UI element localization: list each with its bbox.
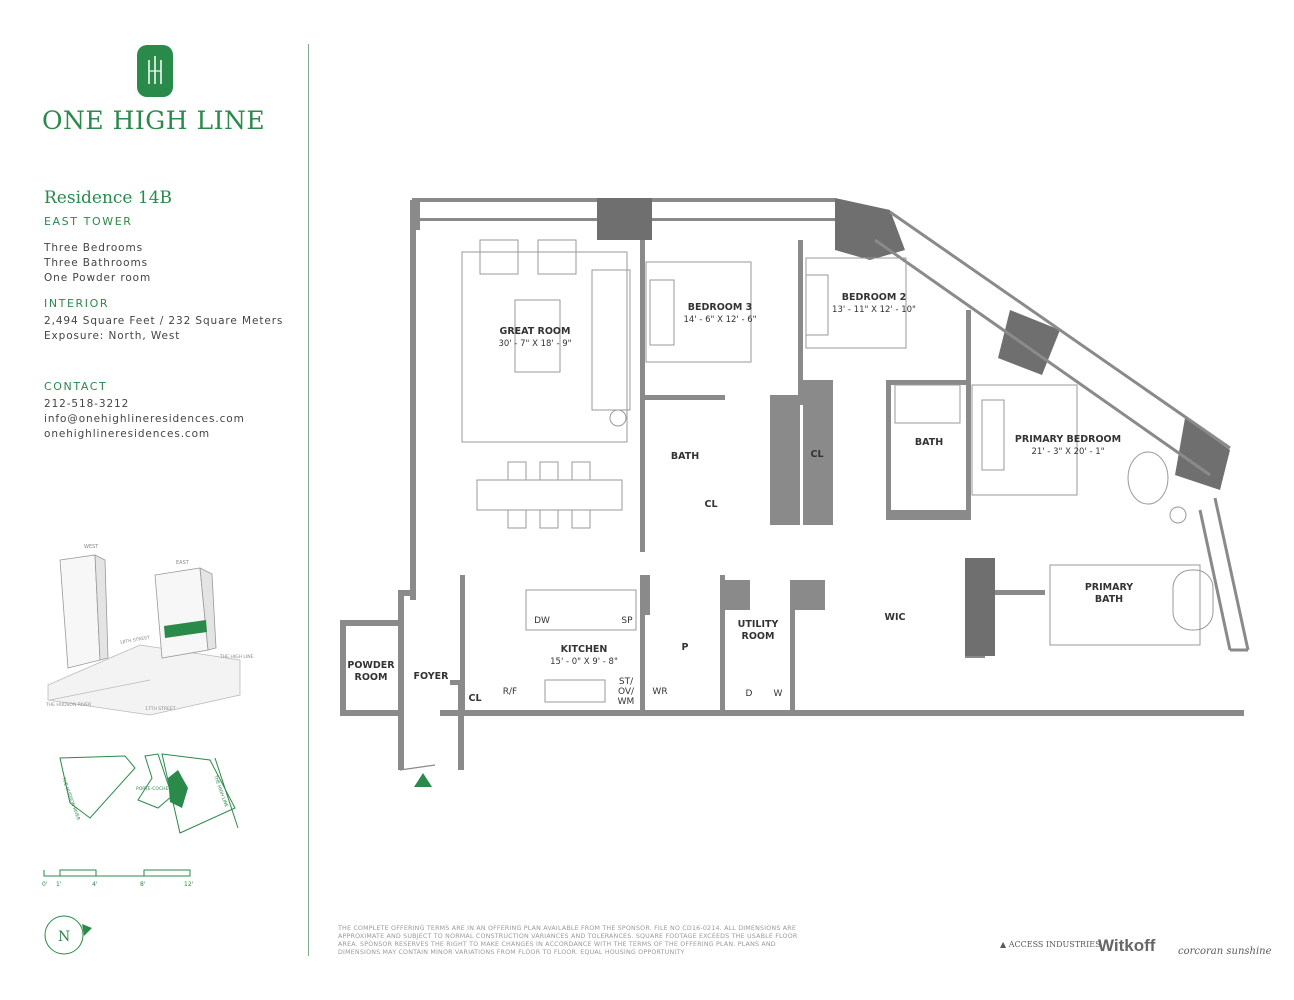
contact-info: 212-518-3212 info@onehighlineresidences.… (44, 397, 245, 442)
scale-bar: 0' 1' 4' 8' 12' (42, 869, 194, 888)
interior-info: 2,494 Square Feet / 232 Square Meters Ex… (44, 314, 283, 344)
closet2-label: CL (810, 449, 824, 460)
feature-bathrooms: Three Bathrooms (44, 257, 148, 269)
feature-powder: One Powder room (44, 272, 152, 284)
features-list: Three Bedrooms Three Bathrooms One Powde… (44, 241, 151, 286)
closet3-label: CL (468, 693, 482, 704)
exposure-text: Exposure: North, West (44, 330, 181, 342)
dryer-label: D (745, 689, 753, 699)
north-label: N (58, 929, 70, 945)
closet1-label: CL (704, 499, 718, 510)
residence-title: Residence 14B (44, 188, 173, 208)
scale-label-1: 1' (56, 881, 62, 888)
legal-disclaimer: THE COMPLETE OFFERING TERMS ARE IN AN OF… (338, 925, 798, 956)
bedroom2-label: BEDROOM 2 13' - 11" X 12' - 10" (832, 292, 916, 315)
key-street1-label: 18TH STREET (119, 635, 150, 646)
great-room-label: GREAT ROOM 30' - 7" X 18' - 9" (498, 326, 572, 349)
site-map: THE HUDSON RIVER PORTE-COCHERE THE HIGH … (59, 753, 239, 834)
dishwasher-label: DW (534, 616, 550, 626)
key-west-label: WEST (84, 544, 99, 550)
floor-plan-drawing (340, 198, 1250, 771)
one-high-line-logo-icon (137, 45, 173, 97)
wic-label: WIC (884, 612, 906, 623)
area-text: 2,494 Square Feet / 232 Square Meters (44, 315, 284, 327)
refrigerator-label: R/F (502, 687, 518, 697)
stove-oven-label: ST/ OV/ WM (617, 677, 635, 707)
site-river-label: THE HUDSON RIVER (60, 776, 81, 822)
interior-heading: INTERIOR (44, 297, 110, 310)
powder-room-label: POWDER ROOM (347, 660, 395, 683)
building-key-map: WEST EAST 18TH STREET 17TH STREET THE HI… (45, 544, 254, 716)
floor-plan: GREAT ROOM 30' - 7" X 18' - 9" BEDROOM 3… (330, 180, 1260, 790)
site-porte-label: PORTE-COCHERE (136, 786, 174, 792)
tower-label: EAST TOWER (44, 215, 133, 228)
bedroom3-label: BEDROOM 3 14' - 6" X 12' - 6" (683, 302, 757, 325)
wine-room-label: WR (652, 687, 668, 697)
key-east-label: EAST (176, 560, 190, 566)
bath-label: BATH (670, 451, 700, 462)
access-industries-logo: ▲ ACCESS INDUSTRIES (1000, 940, 1101, 949)
corcoran-sunshine-logo: corcoran sunshine (1178, 946, 1272, 957)
key-highline-label: THE HIGH LINE (219, 654, 254, 660)
primary-bath-label: PRIMARY BATH (1084, 582, 1134, 605)
info-sidebar: ONE HIGH LINE Residence 14B EAST TOWER T… (0, 0, 310, 1000)
key-street2-label: 17TH STREET (145, 706, 176, 712)
washer-label: W (773, 689, 783, 699)
entry-arrow-icon (414, 773, 432, 787)
foyer-label: FOYER (413, 671, 449, 682)
north-arrow-icon: N (44, 915, 92, 955)
key-river-label: THE HUDSON RIVER (45, 702, 91, 708)
pantry-label: P (681, 642, 689, 653)
scale-label-0: 0' (42, 881, 48, 888)
contact-heading: CONTACT (44, 380, 108, 393)
vertical-divider (308, 44, 309, 956)
phone-link[interactable]: 212-518-3212 (44, 398, 130, 410)
utility-room-label: UTILITY ROOM (737, 619, 779, 642)
scale-label-8: 8' (140, 881, 146, 888)
kitchen-label: KITCHEN 15' - 0" X 9' - 8" (550, 644, 618, 667)
email-link[interactable]: info@onehighlineresidences.com (44, 413, 245, 425)
bath2-label: BATH (914, 437, 944, 448)
scale-label-4: 4' (92, 881, 98, 888)
feature-bedrooms: Three Bedrooms (44, 242, 143, 254)
witkoff-logo: Witkoff (1098, 936, 1156, 955)
scale-label-12: 12' (184, 881, 194, 888)
brand-name: ONE HIGH LINE (42, 106, 266, 135)
primary-bedroom-label: PRIMARY BEDROOM 21' - 3" X 20' - 1" (1014, 434, 1122, 457)
website-link[interactable]: onehighlineresidences.com (44, 428, 211, 440)
sink-prep-label: SP (621, 616, 633, 626)
